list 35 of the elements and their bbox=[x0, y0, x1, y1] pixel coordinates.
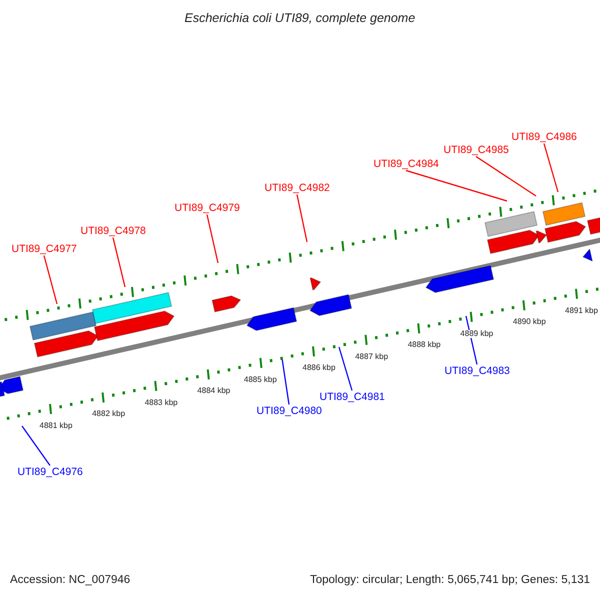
tick-label: 4882 kbp bbox=[92, 410, 126, 418]
leader-line bbox=[406, 170, 508, 202]
accession-text: Accession: NC_007946 bbox=[10, 575, 130, 586]
leader-line bbox=[22, 426, 50, 466]
title: Escherichia coli UTI89, complete genome bbox=[184, 12, 416, 24]
tick-label: 4887 kbp bbox=[355, 352, 388, 361]
gene-label: UTI89_C4985 bbox=[444, 144, 509, 155]
gene-label: UTI89_C4981 bbox=[320, 392, 385, 402]
leader-line bbox=[338, 346, 353, 391]
gene-label: UTI89_C4982 bbox=[264, 182, 330, 193]
gene-label: UTI89_C4984 bbox=[374, 158, 439, 169]
gene-label: UTI89_C4980 bbox=[256, 406, 322, 416]
tick-label: 4884 kbp bbox=[197, 387, 230, 396]
leader-line bbox=[543, 143, 559, 192]
tick-label: 4891 kbp bbox=[565, 306, 598, 315]
leader-line bbox=[296, 194, 308, 242]
leader-line bbox=[43, 255, 58, 304]
gene-label: UTI89_C4978 bbox=[80, 226, 146, 236]
leader-line bbox=[206, 214, 219, 264]
tick-label: 4889 kbp bbox=[460, 330, 494, 338]
tick-label: 4881 kbp bbox=[40, 422, 72, 430]
gene-label: UTI89_C4986 bbox=[512, 132, 577, 142]
genome-stats-text: Topology: circular; Length: 5,065,741 bp; Genes: 5,131 bbox=[310, 575, 590, 586]
leader-line bbox=[281, 358, 290, 405]
tick-label: 4890 kbp bbox=[512, 318, 546, 326]
gene-label: UTI89_C4979 bbox=[174, 202, 240, 213]
tick-label: 4885 kbp bbox=[244, 376, 277, 384]
gene-label: UTI89_C4976 bbox=[18, 466, 83, 477]
tick-label: 4883 kbp bbox=[144, 398, 178, 407]
gene-label: UTI89_C4983 bbox=[444, 366, 510, 376]
tick-label: 4886 kbp bbox=[302, 364, 336, 372]
leader-line bbox=[476, 156, 536, 196]
leader-line bbox=[112, 237, 126, 288]
tick-label: 4888 kbp bbox=[408, 341, 441, 350]
gene-label: UTI89_C4977 bbox=[12, 244, 77, 254]
